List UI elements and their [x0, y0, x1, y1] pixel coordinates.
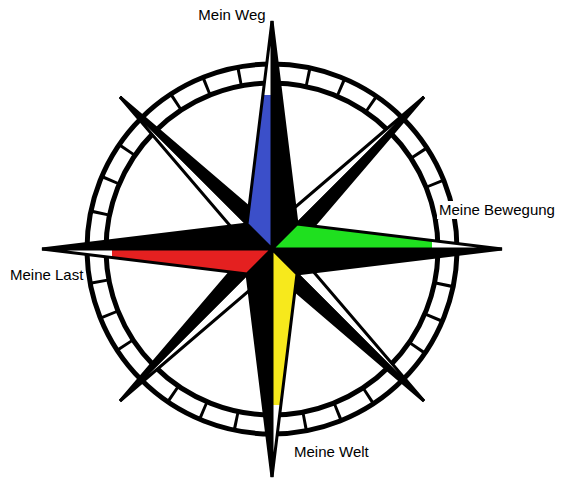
star-point [272, 249, 502, 274]
main-points [42, 21, 502, 477]
point-outlines [42, 21, 502, 477]
star-outline [247, 21, 272, 249]
color-fill [272, 224, 502, 249]
star-point [247, 249, 272, 477]
star-point [272, 21, 297, 249]
direction-label: Meine Bewegung [437, 201, 557, 219]
color-fill [247, 21, 272, 249]
star-outline [272, 224, 502, 249]
direction-label: Meine Last [8, 266, 85, 284]
direction-label: Meine Welt [292, 443, 371, 461]
direction-label: Mein Weg [196, 6, 267, 24]
star-point [42, 224, 272, 249]
